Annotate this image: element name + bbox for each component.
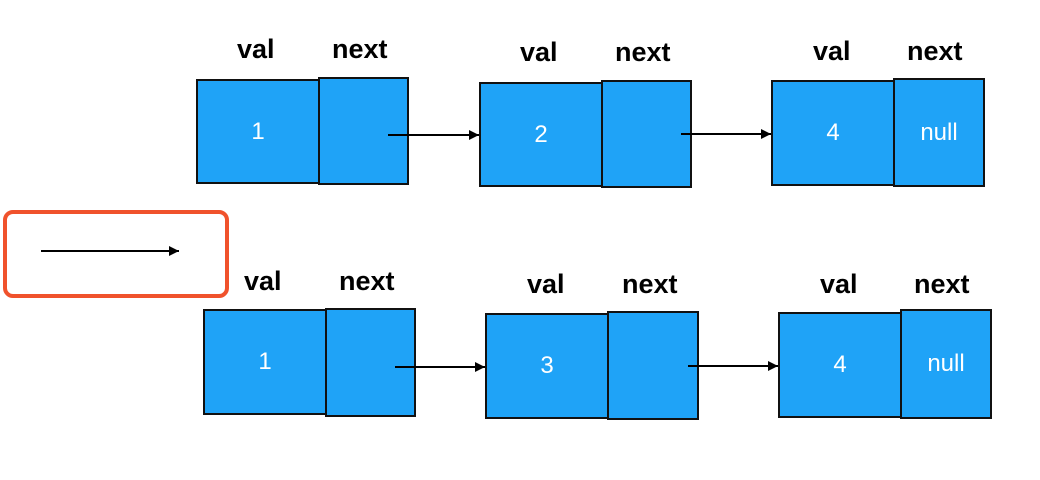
node-val-cell: 3 xyxy=(485,313,609,419)
next-header: next xyxy=(615,37,671,67)
next-header: next xyxy=(622,269,678,299)
node-val-cell: 2 xyxy=(479,82,603,187)
next-header: next xyxy=(907,36,963,66)
val-header: val xyxy=(237,34,275,64)
node-next-cell xyxy=(601,80,692,188)
val-header: val xyxy=(520,37,558,67)
node-next-cell: null xyxy=(893,78,985,187)
val-header: val xyxy=(527,269,565,299)
node-next-cell xyxy=(325,308,416,417)
node-val-cell: 4 xyxy=(778,312,902,418)
node-val-cell: 1 xyxy=(203,309,327,415)
next-header: next xyxy=(332,34,388,64)
node-next-cell xyxy=(607,311,699,420)
node-next-cell xyxy=(318,77,409,185)
next-header: next xyxy=(339,266,395,296)
next-header: next xyxy=(914,269,970,299)
val-header: val xyxy=(820,269,858,299)
val-header: val xyxy=(244,266,282,296)
val-header: val xyxy=(813,36,851,66)
node-val-cell: 4 xyxy=(771,80,895,186)
node-next-cell: null xyxy=(900,309,992,419)
highlight-box xyxy=(3,210,229,298)
node-val-cell: 1 xyxy=(196,79,320,184)
